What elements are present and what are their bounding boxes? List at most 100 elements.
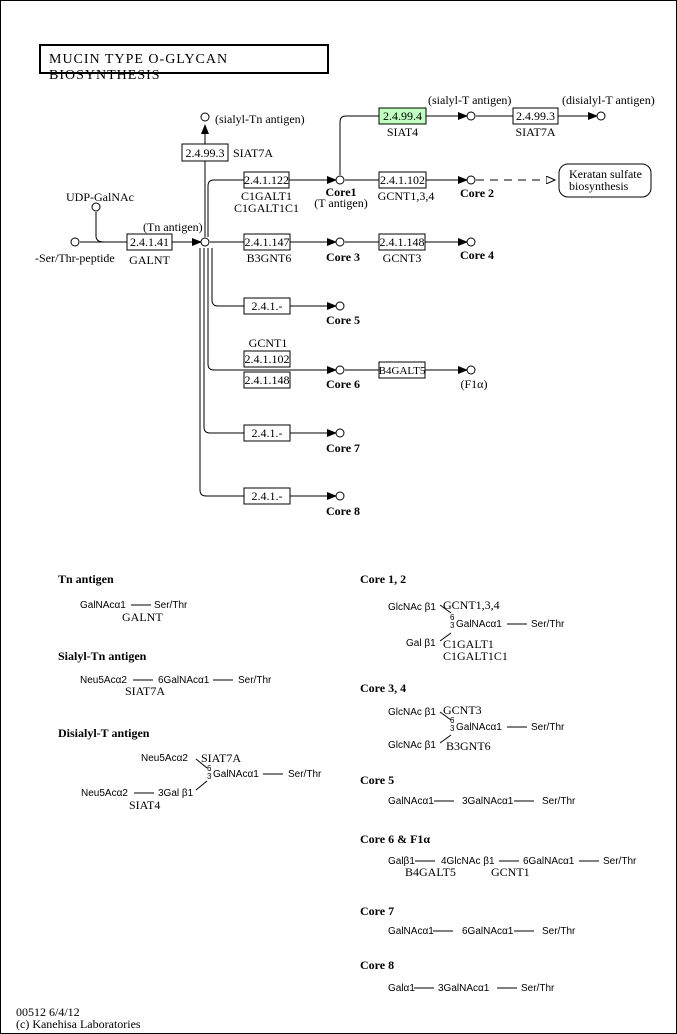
label-peptide: -Ser/Thr-peptide <box>35 251 115 265</box>
c8-s2: 3GalNAcα1 <box>438 983 490 994</box>
dst-pos6: 6 <box>207 764 212 773</box>
compound-nodes <box>70 111 606 501</box>
enzyme-box-gcnt[interactable] <box>378 171 427 189</box>
line-tn-core5-ec <box>211 248 244 307</box>
ec-core8: 2.4.1.- <box>252 489 283 503</box>
compound-peptide[interactable] <box>70 237 80 247</box>
compound-core2[interactable] <box>466 175 476 185</box>
legend-title-disialyl-t: Disialyl-T antigen <box>58 726 150 740</box>
pathway-title: MUCIN TYPE O-GLYCAN BIOSYNTHESIS <box>49 52 229 83</box>
compound-core3[interactable] <box>335 237 345 247</box>
enzyme-box-b3gnt6[interactable] <box>243 233 291 251</box>
c6-enzyme1: B4GALT5 <box>405 865 456 879</box>
gene-gcnt1: GCNT1 <box>249 336 288 350</box>
label-f1a: (F1α) <box>461 377 488 391</box>
enzyme-box-core7[interactable] <box>243 424 291 442</box>
c34-center: GalNAcα1 <box>456 722 502 733</box>
gene-gcnt3: GCNT3 <box>383 251 422 265</box>
c12-pos3: 3 <box>450 621 455 630</box>
legend-title-core5: Core 5 <box>360 773 394 787</box>
gene-b4galt5: B4GALT5 <box>379 365 426 377</box>
c5-s2: 3GalNAcα1 <box>462 796 514 807</box>
enzyme-box-siat4[interactable] <box>378 107 427 125</box>
label-core2: Core 2 <box>460 186 494 200</box>
label-udp-galnac: UDP-GalNAc <box>66 190 134 204</box>
c7-s1: GalNAcα1 <box>388 926 434 937</box>
map-link-keratan-line1: Keratan sulfate <box>569 167 642 181</box>
enzyme-box-core8[interactable] <box>243 487 291 505</box>
tn-sugar1: GalNAcα1 <box>80 600 126 611</box>
ec-siat7a-2: 2.4.99.3 <box>516 109 555 123</box>
c12-bottom-enzyme1: C1GALT1 <box>443 637 494 651</box>
c12-bottom: Gal β1 <box>406 638 436 649</box>
ec-galnt: 2.4.1.41 <box>130 235 169 249</box>
label-tn-antigen: (Tn antigen) <box>143 220 203 234</box>
c12-bottom-enzyme2: C1GALT1C1 <box>443 649 508 663</box>
gene-siat7a-2: SIAT7A <box>515 125 555 139</box>
c12-serthr: Ser/Thr <box>531 619 565 630</box>
enzyme-box-b4galt5[interactable] <box>378 361 426 379</box>
c6-s4: Ser/Thr <box>603 856 637 867</box>
gene-siat4: SIAT4 <box>387 125 418 139</box>
legend-title-sialyl-tn: Sialyl-Tn antigen <box>58 649 147 663</box>
ec-core6-1: 2.4.1.102 <box>245 352 290 366</box>
c34-serthr: Ser/Thr <box>531 722 565 733</box>
gene-c1galt1c1: C1GALT1C1 <box>234 201 299 215</box>
enzyme-box-core5[interactable] <box>243 297 291 315</box>
compound-core8[interactable] <box>335 491 345 501</box>
enzyme-box-c1galt[interactable] <box>243 171 290 189</box>
map-link-keratan-line2: biosynthesis <box>569 179 629 193</box>
compound-core6[interactable] <box>335 365 345 375</box>
dst-pos3: 3 <box>207 772 212 781</box>
c8-s3: Ser/Thr <box>521 983 555 994</box>
c6-enzyme2: GCNT1 <box>491 865 530 879</box>
tn-serthr: Ser/Thr <box>154 600 188 611</box>
legend-title-tn: Tn antigen <box>58 572 114 586</box>
label-core1: Core1 <box>325 185 356 199</box>
c34-top: GlcNAc β1 <box>388 707 436 718</box>
c12-pos6: 6 <box>450 613 455 622</box>
enzyme-box-siat7a-1[interactable] <box>181 143 229 162</box>
ec-core7: 2.4.1.- <box>252 426 283 440</box>
c34-top-enzyme: GCNT3 <box>443 703 482 717</box>
ec-gcnt: 2.4.1.102 <box>380 173 425 187</box>
gene-c1galt1: C1GALT1 <box>241 189 292 203</box>
reaction-lines <box>80 112 598 500</box>
dst-bottom-enzyme: SIAT4 <box>129 798 160 812</box>
enzyme-box-core6-2[interactable] <box>243 371 291 389</box>
compound-core7[interactable] <box>335 428 345 438</box>
compound-disialyl-t[interactable] <box>596 111 606 121</box>
compound-core1[interactable] <box>335 175 345 185</box>
label-core6: Core 6 <box>326 377 360 391</box>
stn-sugar2: 6GalNAcα1 <box>158 675 210 686</box>
enzyme-box-galnt[interactable] <box>126 233 173 251</box>
compound-core5[interactable] <box>335 301 345 311</box>
tn-enzyme: GALNT <box>122 610 163 624</box>
c12-top-enzyme: GCNT1,3,4 <box>443 598 500 612</box>
compound-sialyl-tn[interactable] <box>200 112 210 122</box>
legend-title-core12: Core 1, 2 <box>360 572 406 586</box>
c5-s1: GalNAcα1 <box>388 796 434 807</box>
gene-siat7a-1: SIAT7A <box>233 146 273 160</box>
legend-title-core6: Core 6 & F1α <box>360 832 430 846</box>
footer-map-id-date: 00512 6/4/12 <box>16 1005 80 1019</box>
enzyme-box-gcnt3[interactable] <box>378 233 426 251</box>
ec-b3gnt6: 2.4.1.147 <box>245 235 290 249</box>
compound-tn-antigen[interactable] <box>200 237 210 247</box>
label-core7: Core 7 <box>326 441 360 455</box>
line-core1-siat4 <box>339 115 379 175</box>
ec-siat4: 2.4.99.4 <box>383 109 422 123</box>
c7-s2: 6GalNAcα1 <box>462 926 514 937</box>
compound-f1a[interactable] <box>466 365 476 375</box>
c6-s3: 6GalNAcα1 <box>523 856 575 867</box>
compound-core4[interactable] <box>466 237 476 247</box>
map-link-keratan-box[interactable] <box>558 163 652 198</box>
compound-sialyl-t[interactable] <box>466 111 476 121</box>
compound-udp-galnac[interactable] <box>91 202 101 212</box>
enzyme-box-siat7a-2[interactable] <box>512 107 559 125</box>
dst-center: GalNAcα1 <box>213 769 259 780</box>
enzyme-box-core6-1[interactable] <box>243 350 291 368</box>
stn-serthr: Ser/Thr <box>238 675 272 686</box>
dst-top: Neu5Acα2 <box>141 753 188 764</box>
